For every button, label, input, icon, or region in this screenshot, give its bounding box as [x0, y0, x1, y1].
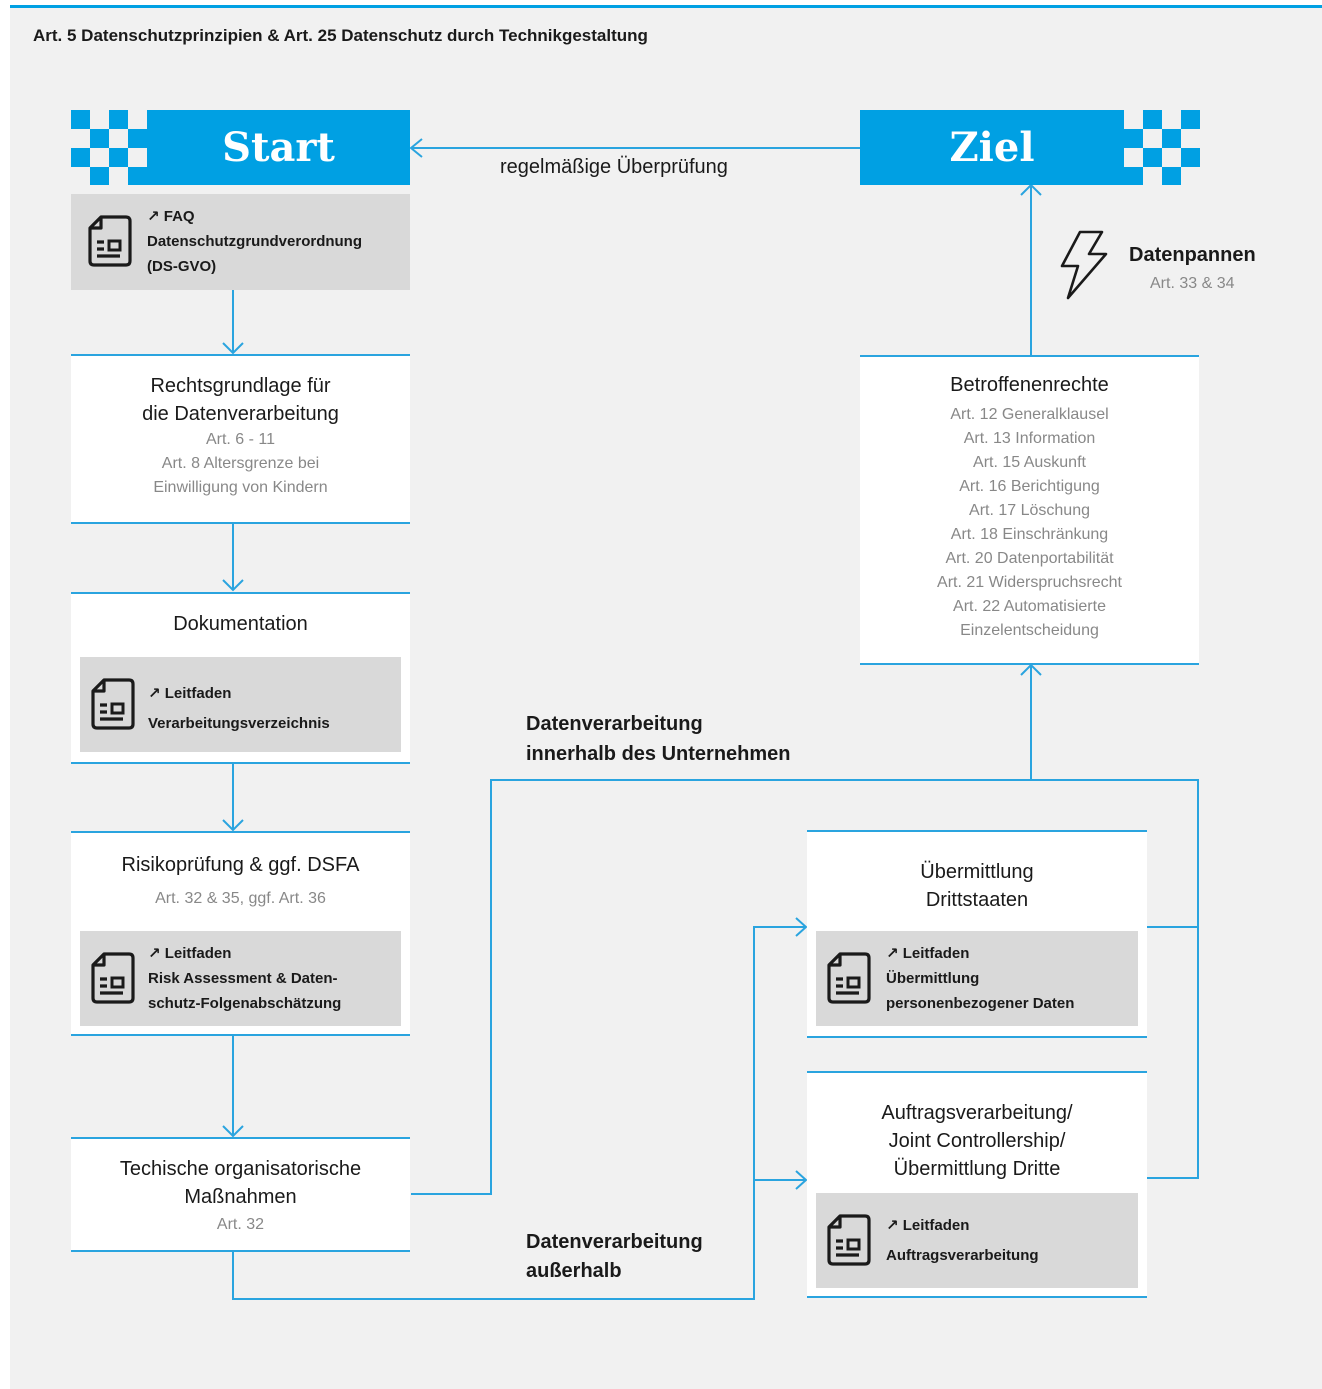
review-arrow-head [409, 138, 423, 158]
verarbeitungsverzeichnis-link-card[interactable]: ↗ Leitfaden Verarbeitungsverzeichnis [80, 657, 401, 752]
ausserhalb-label-1: Datenverarbeitung [526, 1231, 703, 1253]
document-icon [827, 1214, 871, 1266]
rights-item: Art. 15 Auskunft [973, 454, 1086, 471]
document-icon [827, 952, 871, 1004]
auftragsverarbeitung-link-card[interactable]: ↗ Leitfaden Auftragsverarbeitung [816, 1193, 1138, 1288]
tom-title-1: Techische organisatorische [119, 1158, 362, 1180]
dokumentation-title: Dokumentation [173, 613, 308, 635]
drittstaaten-link-title-1: Übermittlung [886, 970, 980, 987]
risk-assessment-link-title-1: Risk Assessment & Daten- [148, 970, 338, 987]
rights-item: Art. 21 Widerspruchsrecht [937, 574, 1122, 591]
ausserhalb-label-2: außerhalb [526, 1260, 622, 1282]
page-title: Art. 5 Datenschutzprinzipien & Art. 25 D… [33, 26, 648, 45]
rights-item: Art. 12 Generalklausel [950, 406, 1109, 423]
auftragsverarbeitung-link-title: Auftragsverarbeitung [886, 1247, 1039, 1264]
auftrag-title-2: Joint Controllership/ [888, 1130, 1066, 1152]
rechtsgrundlage-articles: Art. 6 - 11 [205, 431, 276, 448]
drittstaaten-title-2: Drittstaaten [925, 889, 1029, 911]
rights-item: Art. 17 Löschung [969, 502, 1090, 519]
rechtsgrundlage-title-2: die Datenverarbeitung [142, 403, 339, 425]
auftragsverarbeitung-link-label: ↗ Leitfaden [886, 1217, 970, 1234]
risiko-articles: Art. 32 & 35, ggf. Art. 36 [155, 890, 326, 907]
lightning-icon [1060, 230, 1108, 300]
faq-link-label: ↗ FAQ [147, 208, 195, 225]
tom-articles: Art. 32 [216, 1216, 265, 1233]
document-icon [88, 215, 132, 267]
document-icon [91, 952, 135, 1004]
risk-assessment-link-label: ↗ Leitfaden [148, 945, 232, 962]
rights-item: Einzelentscheidung [960, 622, 1099, 639]
risk-assessment-link-title-2: schutz-Folgenabschätzung [148, 995, 342, 1012]
auftrag-title-3: Übermittlung Dritte [893, 1158, 1061, 1180]
faq-link-title: Datenschutzgrundverordnung [147, 233, 363, 250]
betroffenenrechte-box: Betroffenenrechte Art. 12 Generalklausel… [860, 355, 1199, 665]
innerhalb-label-1: Datenverarbeitung [526, 713, 703, 735]
faq-link-card[interactable]: ↗ FAQ Datenschutzgrundverordnung (DS-GVO… [71, 194, 410, 290]
datenpannen-title: Datenpannen [1129, 244, 1256, 266]
rechtsgrundlage-box: Rechtsgrundlage für die Datenverarbeitun… [71, 354, 410, 524]
rights-item: Art. 16 Berichtigung [959, 478, 1100, 495]
rights-item: Art. 22 Automatisierte [953, 598, 1106, 615]
review-label: regelmäßige Überprüfung [500, 156, 728, 178]
rechtsgrundlage-note-2: Einwilligung von Kindern [153, 479, 328, 496]
tom-box: Techische organisatorische Maßnahmen Art… [71, 1137, 410, 1252]
innerhalb-label-2: innerhalb des Unternehmen [526, 743, 791, 765]
rechtsgrundlage-note-1: Art. 8 Altersgrenze bei [161, 455, 320, 472]
checkered-flag-icon [1124, 110, 1200, 185]
start-banner: Start [147, 110, 410, 185]
rights-item: Art. 20 Datenportabilität [945, 550, 1114, 567]
start-label: Start [222, 124, 335, 171]
document-icon [91, 678, 135, 730]
risiko-title: Risikoprüfung & ggf. DSFA [121, 854, 360, 876]
ziel-banner: Ziel [860, 110, 1124, 185]
betroffenenrechte-title: Betroffenenrechte [950, 374, 1109, 396]
tom-title-2: Maßnahmen [184, 1186, 297, 1208]
auftrag-title-1: Auftragsverarbeitung/ [881, 1102, 1073, 1124]
risk-assessment-link-card[interactable]: ↗ Leitfaden Risk Assessment & Daten- sch… [80, 931, 401, 1026]
drittstaaten-link-label: ↗ Leitfaden [886, 945, 970, 962]
datenpannen-articles: Art. 33 & 34 [1150, 275, 1235, 292]
verarbeitungsverzeichnis-link-title: Verarbeitungsverzeichnis [148, 715, 330, 732]
verarbeitungsverzeichnis-link-label: ↗ Leitfaden [148, 685, 232, 702]
rechtsgrundlage-title-1: Rechtsgrundlage für [150, 375, 331, 397]
checkered-flag-icon [71, 110, 147, 185]
drittstaaten-link-title-2: personenbezogener Daten [886, 995, 1075, 1012]
rights-item: Art. 13 Information [963, 430, 1096, 447]
faq-link-subtitle: (DS-GVO) [147, 258, 217, 275]
rights-item: Art. 18 Einschränkung [950, 526, 1109, 543]
drittstaaten-link-card[interactable]: ↗ Leitfaden Übermittlung personenbezogen… [816, 931, 1138, 1026]
drittstaaten-title-1: Übermittlung [920, 861, 1034, 883]
ziel-label: Ziel [949, 124, 1035, 171]
